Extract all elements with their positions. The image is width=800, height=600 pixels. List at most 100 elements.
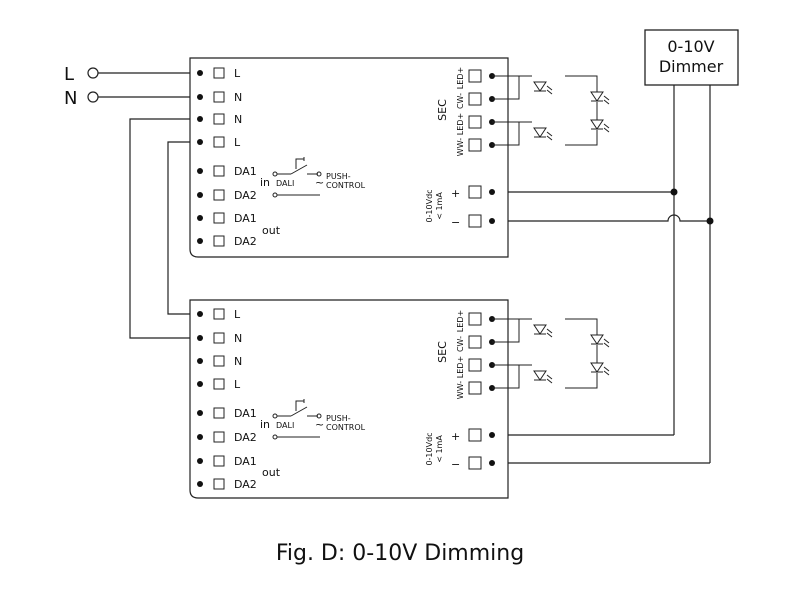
terminal-box [213,113,225,125]
driver-1-left-terminals: L N N L DA1 DA2 DA1 DA2 [197,67,257,248]
led-terminal-label: LED+ [456,67,465,89]
junction-dot [670,188,678,196]
terminal-dot [489,218,495,224]
led-terminal-label: WW- [456,138,465,156]
dimmer-outline [644,29,739,86]
led-terminal-label: WW- [456,381,465,399]
led-diode [533,370,547,381]
terminal-label: DA2 [234,235,257,248]
dim-label-2: < 1mA [435,192,444,220]
terminal-dot [197,410,203,416]
minus-label: − [451,216,460,229]
terminal-dot [197,335,203,341]
terminal-dot [197,458,203,464]
led-ray [603,123,610,129]
led-ray [546,332,553,338]
terminal-box [468,92,482,106]
mains-l-label: L [64,64,74,85]
wiring [98,72,711,464]
wire-loop-l [167,141,199,315]
terminal-dot [197,381,203,387]
driver-2: L N N L DA1 DA2 DA1 DA2 [189,299,610,499]
led-wire [565,373,598,389]
led-ray [546,378,553,384]
terminal-box [468,381,482,395]
led-symbol [590,362,610,376]
switch-actuator [295,400,304,411]
out-label: out [262,224,281,237]
led-symbol [533,81,553,95]
led-diode [590,334,604,345]
terminal-box [213,431,225,443]
terminal-dot [197,70,203,76]
led-terminal-label: LED+ [456,113,465,135]
push-control-switch [272,399,322,440]
led-wire [492,318,520,343]
led-circuit [492,75,598,146]
led-ray [546,85,553,91]
terminal-dot [197,311,203,317]
plus-label: + [451,430,460,443]
led-circuit [492,318,598,389]
led-wire [565,130,598,146]
switch-blade [290,406,308,417]
wire-d1-minus [492,214,710,222]
terminal-dot [197,215,203,221]
switch-blade [290,164,308,175]
terminal-box [213,67,225,79]
push-control-switch [272,157,322,198]
push-label-1: PUSH- [326,172,351,181]
switch-contact [316,413,322,419]
terminal-label: N [234,91,242,104]
driver-1-housing [189,57,509,258]
terminal-box [213,235,225,247]
led-ray [603,127,610,133]
terminal-box [213,378,225,390]
led-wire [492,364,520,389]
terminal-box [213,455,225,467]
led-terminal-label: CW- [456,336,465,352]
terminal-dot [197,434,203,440]
led-ray [603,338,610,344]
dimmer-box: 0-10V Dimmer [644,29,739,86]
in-label: in [260,176,270,189]
led-terminal-label: LED+ [456,356,465,378]
terminal-box [468,185,482,199]
led-ray [546,131,553,137]
led-symbol [533,127,553,141]
terminal-dot [197,238,203,244]
minus-label: − [451,458,460,471]
dali-label: DALI [276,421,294,430]
led-ray [546,374,553,380]
junction-dot [706,217,714,225]
terminal-box [213,355,225,367]
led-ray [603,342,610,348]
push-label-2: CONTROL [326,423,366,432]
terminal-label: DA1 [234,407,257,420]
terminal-label: L [234,136,241,149]
led-diode [533,127,547,138]
led-wire [565,318,598,335]
terminal-dot [489,189,495,195]
terminal-box [213,189,225,201]
terminal-dot [197,168,203,174]
terminal-label: L [234,378,241,391]
terminal-box [468,138,482,152]
mains-input: L N [64,64,99,109]
figure-caption: Fig. D: 0-10V Dimming [276,541,524,566]
dim-label-1: 0-10Vdc [425,432,434,465]
mains-n-terminal [87,91,99,103]
led-wire [492,75,520,100]
led-wire [492,121,520,146]
terminal-box [213,332,225,344]
led-ray [546,135,553,141]
terminal-box [213,407,225,419]
led-terminal-label: CW- [456,93,465,109]
terminal-box [468,335,482,349]
terminal-box [213,136,225,148]
dim-label-1: 0-10Vdc [425,189,434,222]
led-ray [603,99,610,105]
dimmer-title-1: 0-10V [667,37,714,56]
terminal-label: DA2 [234,189,257,202]
led-ray [603,366,610,372]
